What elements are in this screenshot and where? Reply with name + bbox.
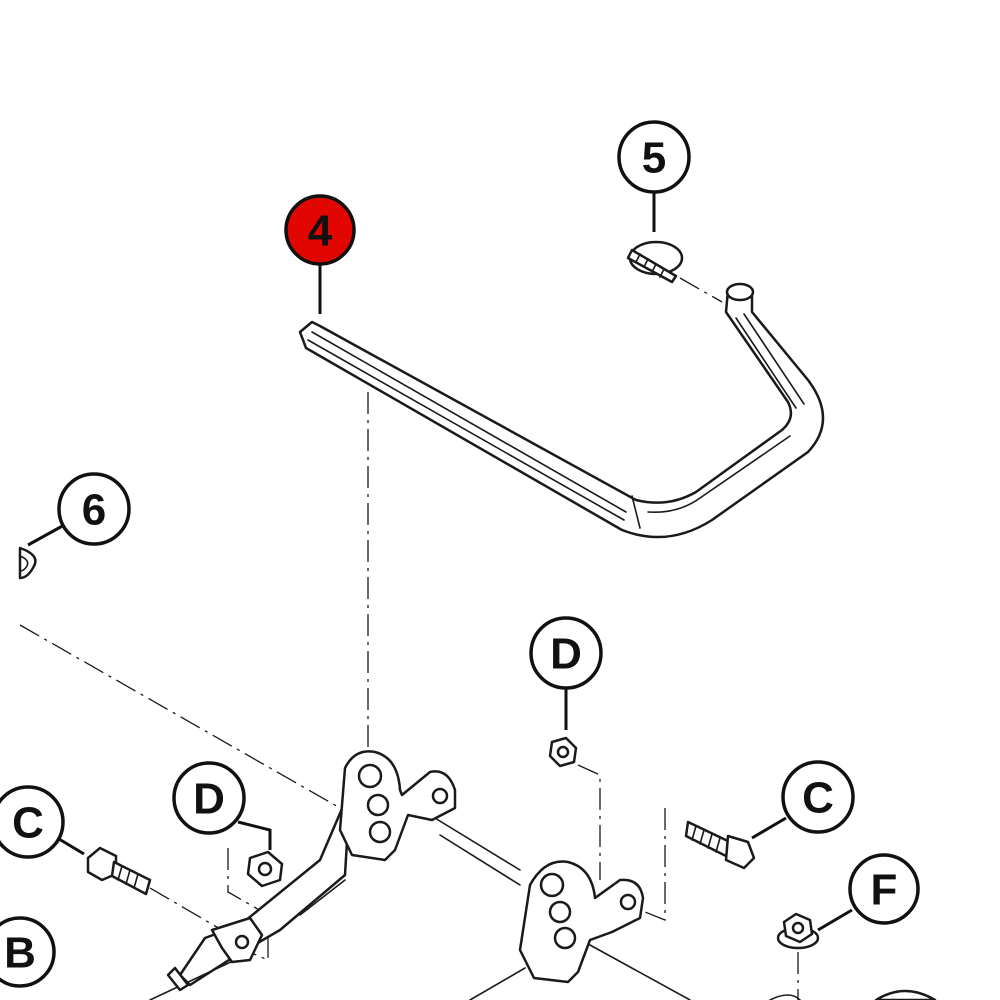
callout-c-left-label: C <box>12 799 44 848</box>
callout-5-label: 5 <box>642 134 666 183</box>
callout-d-top-circle <box>529 616 603 690</box>
callout-6-label: 6 <box>82 486 106 535</box>
callout-b-label: B <box>4 929 36 978</box>
callout-f-circle <box>848 853 920 925</box>
callout-d-left-circle <box>172 761 246 835</box>
callout-c-right[interactable]: C <box>781 760 855 834</box>
callout-f[interactable]: F <box>848 853 920 925</box>
callout-4-label: 4 <box>308 207 333 256</box>
callout-6-circle <box>57 472 131 546</box>
assembly-line-bolt-right <box>639 808 666 921</box>
callout-c-left[interactable]: C <box>0 785 65 859</box>
callout-b[interactable]: B <box>0 916 56 988</box>
callout-d-top-label: D <box>550 630 582 679</box>
assembly-line-nut-top <box>577 764 601 880</box>
washer-part[interactable] <box>18 546 37 580</box>
callout-4-circle <box>284 194 356 266</box>
bolt-right-part[interactable] <box>684 820 756 870</box>
callout-d-top[interactable]: D <box>529 616 603 690</box>
callout-d-left-label: D <box>193 775 225 824</box>
callout-6[interactable]: 6 <box>57 472 131 546</box>
cut-off-part-bottom-right <box>769 989 937 1000</box>
bent-bar-part[interactable] <box>298 282 825 539</box>
leader-lines <box>27 192 853 932</box>
callout-5[interactable]: 5 <box>617 120 691 194</box>
callout-c-right-label: C <box>802 774 834 823</box>
nut-left-part[interactable] <box>246 850 284 888</box>
assembly-lines <box>19 277 799 1000</box>
callout-d-left[interactable]: D <box>172 761 246 835</box>
clip-pin-part[interactable] <box>626 240 684 284</box>
assembly-line-bolt-left <box>149 887 223 931</box>
assembly-line-left-diagonal <box>19 624 341 809</box>
callout-5-circle <box>617 120 691 194</box>
callout-c-left-circle <box>0 785 65 859</box>
bracket-assembly <box>149 750 691 1000</box>
callout-c-right-circle <box>781 760 855 834</box>
bolt-left-part[interactable] <box>86 846 152 896</box>
nut-top-part[interactable] <box>548 736 578 768</box>
callout-b-circle <box>0 916 56 988</box>
callout-f-label: F <box>871 866 898 915</box>
flange-nut-part[interactable] <box>776 912 820 950</box>
callout-4[interactable]: 4 <box>284 194 356 266</box>
assembly-line-pin <box>679 277 723 303</box>
